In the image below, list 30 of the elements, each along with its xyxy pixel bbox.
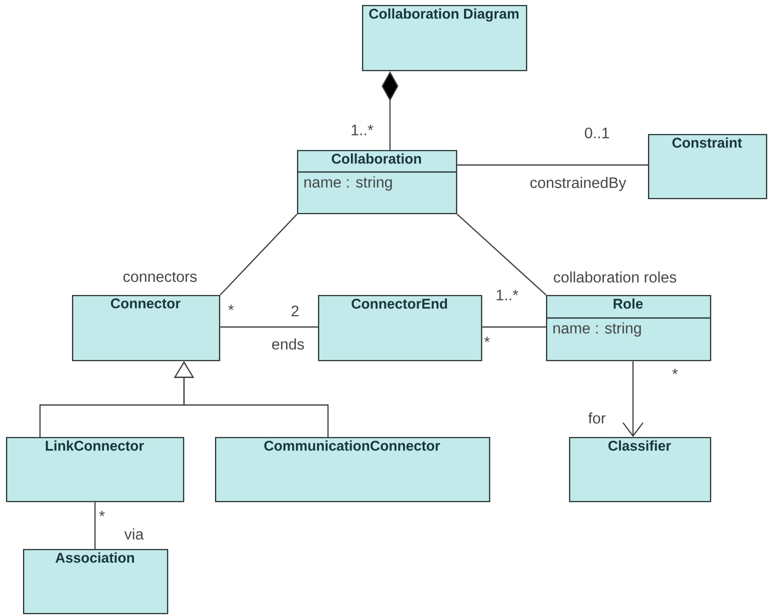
multiplicity-label: 1..* <box>352 124 374 136</box>
multiplicity-label: 0..1 <box>584 128 609 138</box>
class-box: LinkConnector <box>6 437 184 502</box>
class-box: Association <box>23 549 168 614</box>
association-line <box>482 326 546 328</box>
association-line <box>456 214 546 296</box>
association-line <box>94 502 96 549</box>
association-line <box>457 164 648 166</box>
multiplicity-label: * <box>228 304 234 310</box>
class-box: CommunicationConnector <box>215 437 490 502</box>
arrow <box>622 361 644 437</box>
class-box: Collaboration Diagram <box>362 5 528 72</box>
association-line <box>220 214 298 296</box>
class-box: Constraint <box>648 134 768 200</box>
class-box: Classifier <box>569 437 712 502</box>
multiplicity-label: * <box>99 510 105 516</box>
class-box: Connector <box>72 295 220 362</box>
multiplicity-label: 2 <box>292 306 298 316</box>
class-box: ConnectorEnd <box>318 295 482 362</box>
role-label: collaboration roles <box>554 271 676 283</box>
role-label: connectors <box>123 272 197 282</box>
class-box: Collaboration name : string <box>297 150 458 214</box>
role-label: for <box>588 412 606 424</box>
multiplicity-label: 1..* <box>496 290 518 300</box>
association-line <box>220 326 318 328</box>
role-label: ends <box>272 338 304 350</box>
role-label: constrainedBy <box>530 176 626 192</box>
multiplicity-label: * <box>484 336 490 342</box>
role-label: via <box>124 528 144 540</box>
class-box: Role name : string <box>546 295 712 362</box>
